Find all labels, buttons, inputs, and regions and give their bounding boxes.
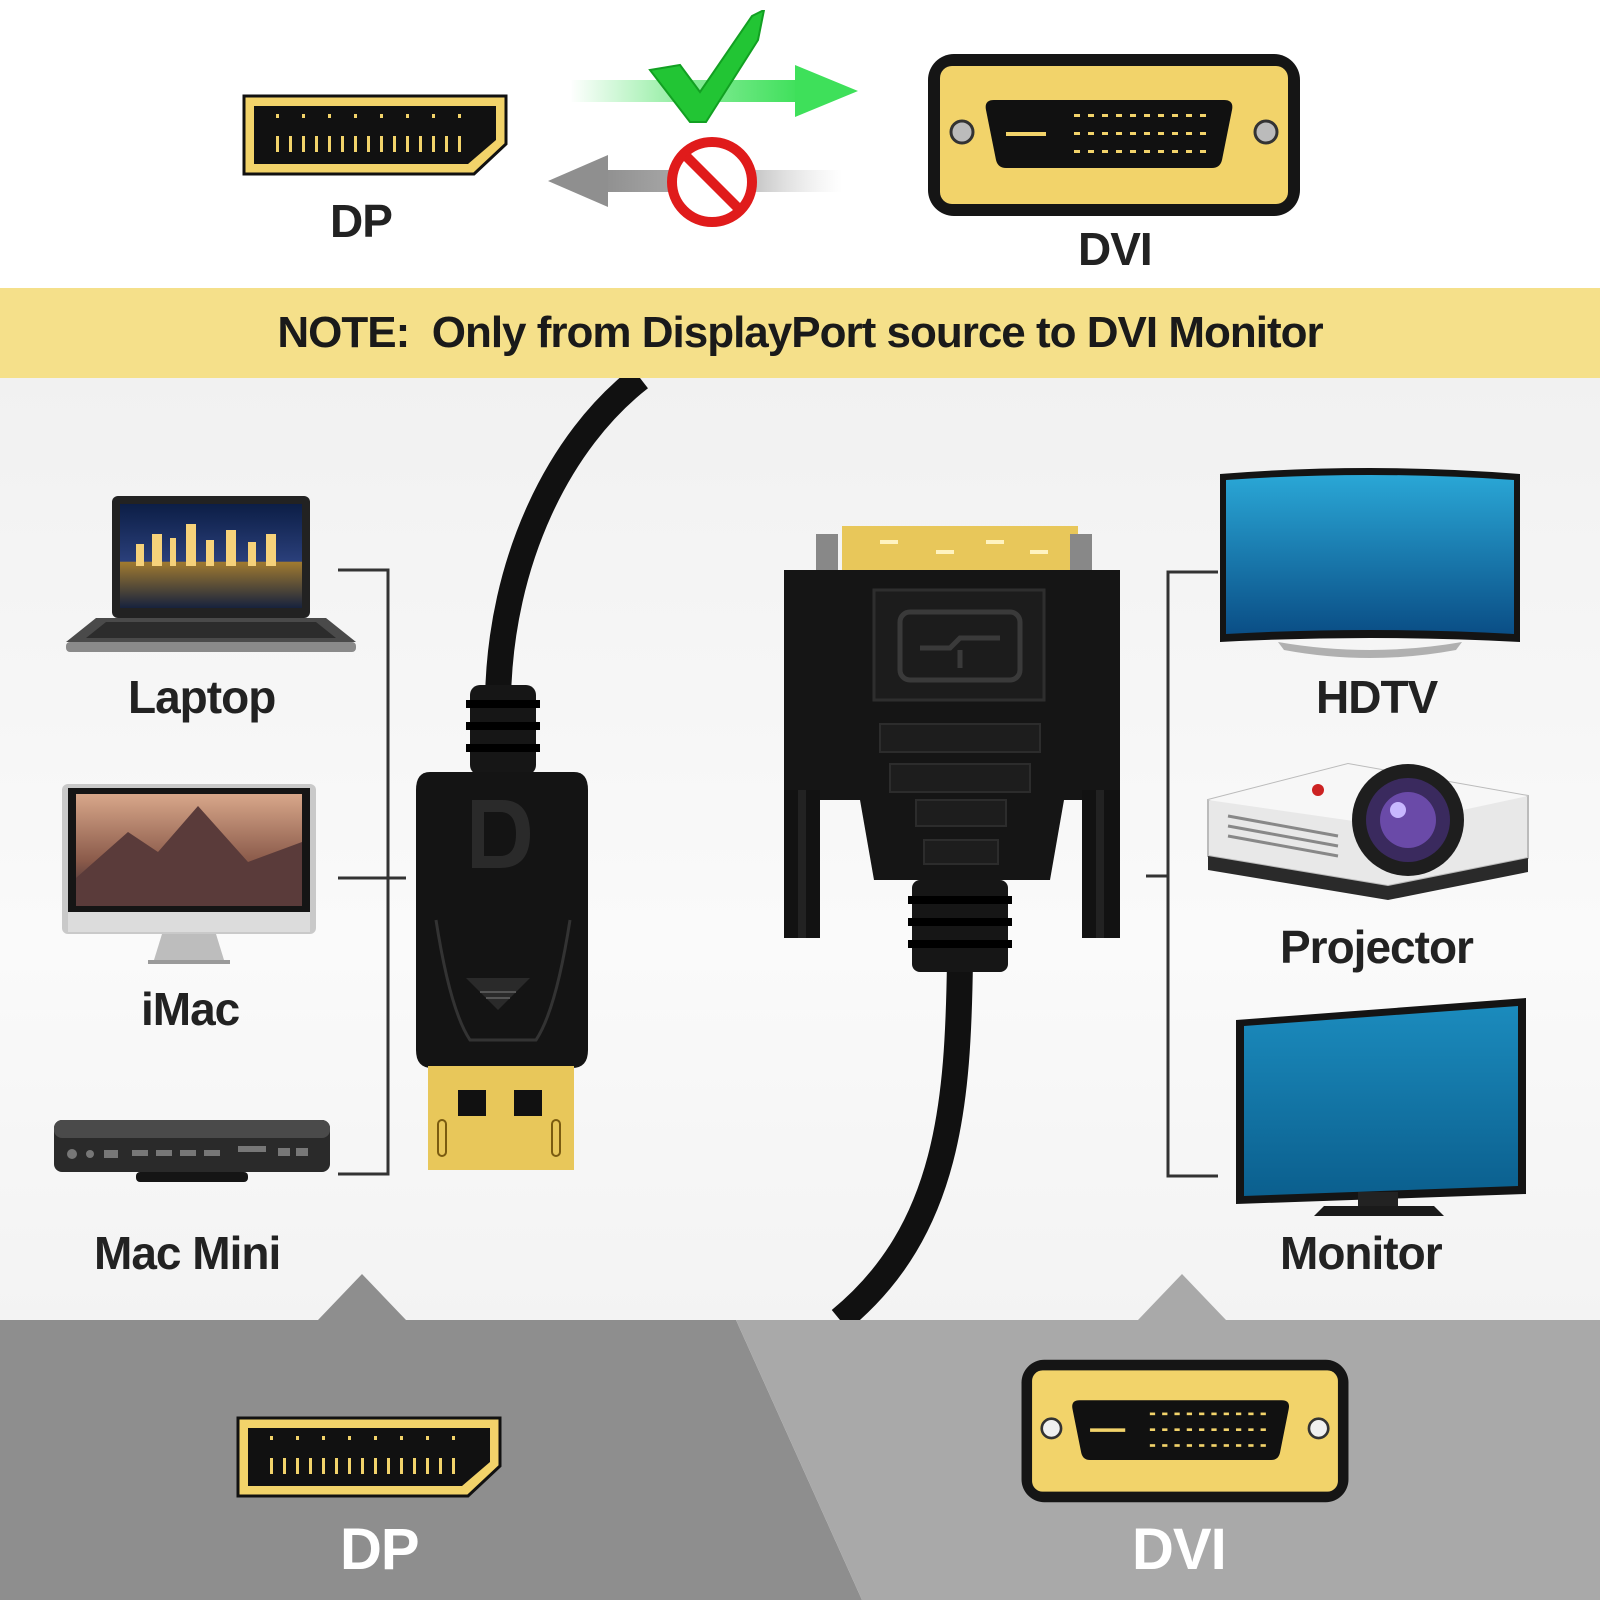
dvi-plug [784,526,1120,972]
display-label-monitor: Monitor [1280,1227,1443,1279]
mac-mini-icon [54,1120,330,1182]
bottom-dp-label: DP [340,1517,420,1582]
display-label-hdtv: HDTV [1316,671,1438,723]
dvi-port-icon-bottom [1021,1359,1349,1503]
top-dvi-label: DVI [1078,223,1153,275]
bottom-dvi-label: DVI [1132,1517,1227,1582]
source-label-laptop: Laptop [128,671,276,723]
source-label-imac: iMac [141,983,240,1035]
dp-strain-relief [466,685,540,775]
dvi-pins-top [1074,114,1206,153]
displays-bracket [1146,570,1218,1178]
imac-icon [62,784,316,964]
projector-icon [1207,762,1529,900]
dvi-port-icon-top [928,54,1300,216]
note-band [0,288,1600,378]
monitor-icon [1236,998,1526,1216]
cable-illustration [416,378,1120,1320]
direction-arrows [548,10,858,227]
hdtv-icon [1220,468,1520,658]
note-text: NOTE: Only from DisplayPort source to DV… [277,308,1323,357]
source-label-mac-mini: Mac Mini [94,1227,281,1279]
sources-bracket [338,568,406,1176]
top-dp-label: DP [330,195,393,247]
checkmark-icon [648,10,766,123]
dp-plug [416,772,588,1170]
dp-port-icon-bottom [236,1416,502,1498]
prohibited-icon [667,137,757,227]
display-label-projector: Projector [1280,921,1474,973]
laptop-icon [66,496,356,652]
dp-port-icon-top [242,94,508,176]
